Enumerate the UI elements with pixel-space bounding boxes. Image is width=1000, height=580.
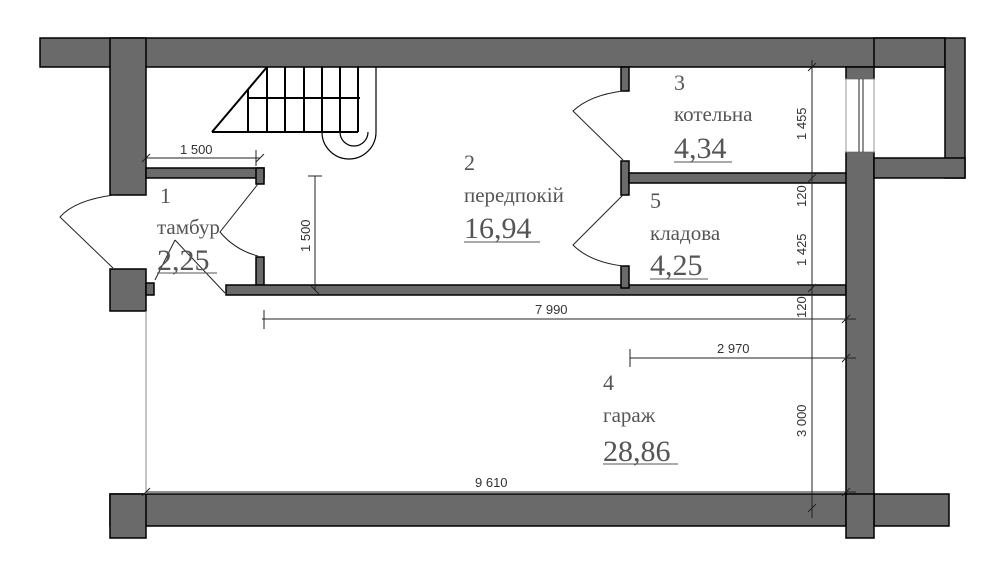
- dim-garage-partial: 2 970: [717, 341, 750, 356]
- tambur-top-partition-end: [255, 167, 265, 185]
- room-name: передпокій: [464, 183, 564, 207]
- room-area: 2,25: [157, 244, 210, 277]
- room-number: 5: [650, 188, 661, 213]
- room-storage: 5 кладова 4,25: [650, 188, 721, 282]
- window: [845, 78, 875, 153]
- room-name: гараж: [603, 403, 656, 427]
- bottom-corner: [845, 493, 875, 539]
- boiler-storage-partition: [628, 172, 862, 184]
- room-number: 3: [674, 70, 685, 95]
- bottom-left-pier: [109, 493, 147, 539]
- room-name: тамбур: [157, 215, 220, 239]
- niche-right: [944, 37, 966, 179]
- tambur-top-partition: [145, 167, 265, 179]
- doors[interactable]: [59, 90, 624, 294]
- dim-wall-120-a: 120: [794, 185, 809, 207]
- bottom-right-wall: [873, 493, 950, 527]
- left-wall-nub: [145, 282, 155, 296]
- boiler-partition-mid: [620, 160, 630, 196]
- tambur-inner-door[interactable]: [219, 183, 259, 257]
- walls: [39, 37, 966, 539]
- storage-door[interactable]: [572, 194, 624, 267]
- room-name: кладова: [650, 221, 721, 245]
- niche-top: [873, 37, 946, 68]
- dim-corridor-length: 7 990: [535, 302, 568, 317]
- dim-wall-120-b: 120: [794, 296, 809, 318]
- boiler-door[interactable]: [572, 90, 624, 161]
- boiler-partition-top: [620, 66, 630, 92]
- dimension-labels: 1 500 1 500 1 455 120 1 425 120 7 990 2 …: [180, 107, 809, 490]
- right-inner-wall: [845, 151, 875, 511]
- dimension-lines: [141, 60, 856, 518]
- window-pier-top: [845, 66, 875, 80]
- room-hall: 2 передпокій 16,94: [464, 150, 564, 245]
- bottom-wall: [109, 493, 847, 527]
- room-number: 2: [464, 150, 475, 175]
- tambur-right-stub: [255, 256, 265, 288]
- room-tambur: 1 тамбур 2,25: [157, 183, 220, 277]
- storage-partition-bottom: [620, 265, 630, 289]
- dim-boiler-depth: 1 455: [794, 107, 809, 140]
- room-garage: 4 гараж 28,86: [603, 370, 678, 468]
- room-number: 4: [603, 370, 614, 395]
- room-area: 28,86: [603, 435, 671, 468]
- left-wall-upper: [109, 37, 147, 196]
- room-area: 4,25: [650, 249, 703, 282]
- dim-garage-length: 9 610: [475, 475, 508, 490]
- room-area: 4,34: [674, 132, 727, 165]
- dim-garage-depth: 3 000: [794, 404, 809, 437]
- dim-tambur-width: 1 500: [180, 142, 213, 157]
- room-name: котельна: [674, 102, 753, 126]
- room-number: 1: [160, 183, 171, 208]
- room-boiler: 3 котельна 4,34: [674, 70, 753, 165]
- top-wall: [39, 37, 946, 68]
- room-area: 16,94: [464, 212, 532, 245]
- left-wall-lower: [109, 268, 147, 312]
- dim-storage-depth: 1 425: [794, 233, 809, 266]
- niche-bottom: [873, 157, 966, 179]
- entrance-door[interactable]: [59, 194, 115, 269]
- dim-tambur-depth: 1 500: [298, 219, 313, 252]
- staircase: [211, 66, 377, 160]
